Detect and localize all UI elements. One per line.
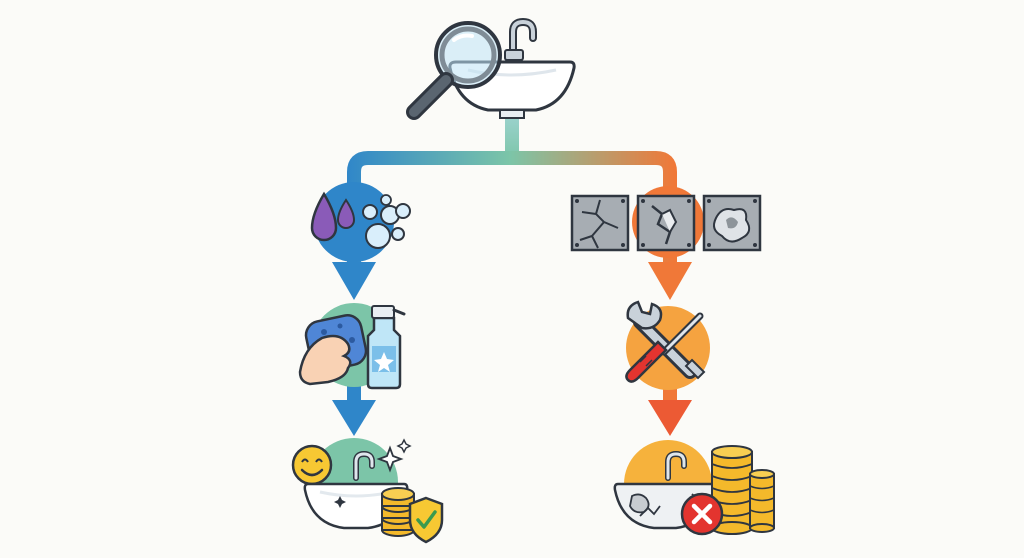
cracked-metal-plates-icon [570,186,762,258]
sponge-and-spray-cleaning-icon [298,303,406,390]
clean-arrow-2-head [332,400,376,436]
cracked-plate-1 [570,194,630,252]
damaged-sink-with-high-cost-icon [613,440,775,536]
corroded-plate-3 [702,194,762,252]
damage-arrow-1 [648,262,692,300]
protection-shield-check-icon [408,496,444,544]
wrench-and-screwdriver-repair-icon [625,300,710,390]
savings-coin-stack [381,487,415,537]
damage-arrow-2-head [648,400,692,436]
cracked-plate-2 [636,194,696,252]
clean-arrow-1 [332,262,376,300]
stain-and-foam-icon [310,182,411,262]
happy-clean-sink-with-savings-icon [291,438,444,544]
flow-connectors [332,112,692,436]
cost-error-x-icon [680,492,724,536]
connector-branch [347,151,677,262]
sink-inspection-magnifier-icon [406,17,576,120]
